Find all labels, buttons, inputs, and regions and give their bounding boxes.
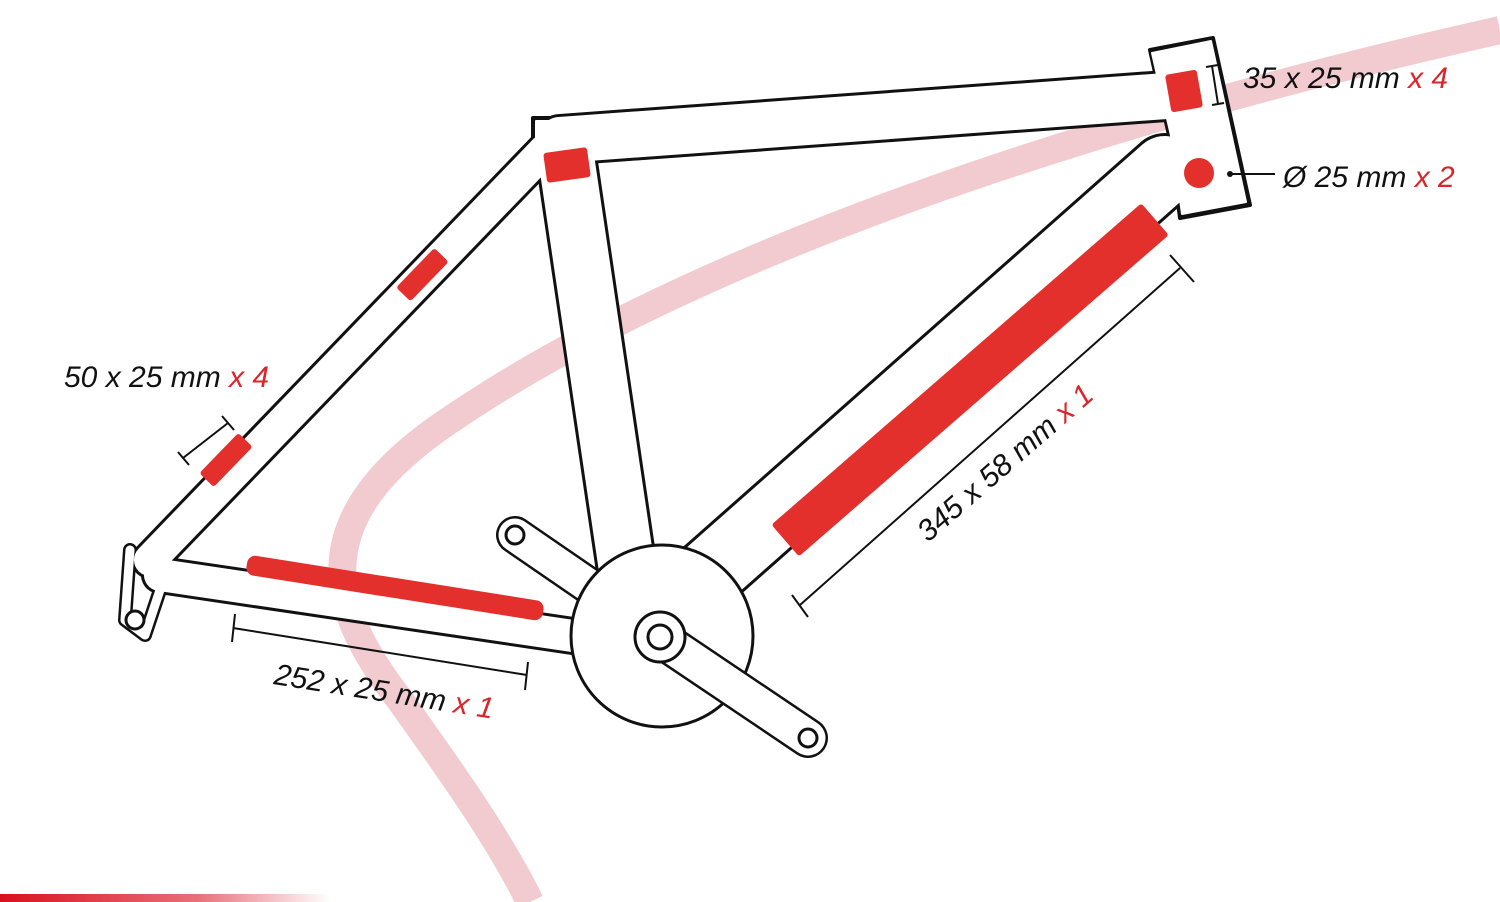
sticker-head-dot [1184,158,1214,188]
sticker-seat-stay-lower [200,434,252,486]
accent-bar [0,894,330,902]
background-swoosh [328,16,1500,902]
label-seat-stay: 50 x 25 mm x 4 [64,361,269,394]
crankset [496,516,828,758]
label-head-dot: Ø 25 mm x 2 [1282,161,1455,194]
bike-frame [118,36,1252,659]
sticker-seat-stay-upper [397,249,448,301]
sticker-head-tube [1165,69,1203,113]
dimension-lines [177,64,1275,691]
label-head-tube: 35 x 25 mm x 4 [1243,62,1448,95]
sticker-chain-stay [246,555,544,621]
sticker-top [543,147,591,183]
sticker-down-tube [772,204,1168,556]
stickers [200,69,1214,621]
